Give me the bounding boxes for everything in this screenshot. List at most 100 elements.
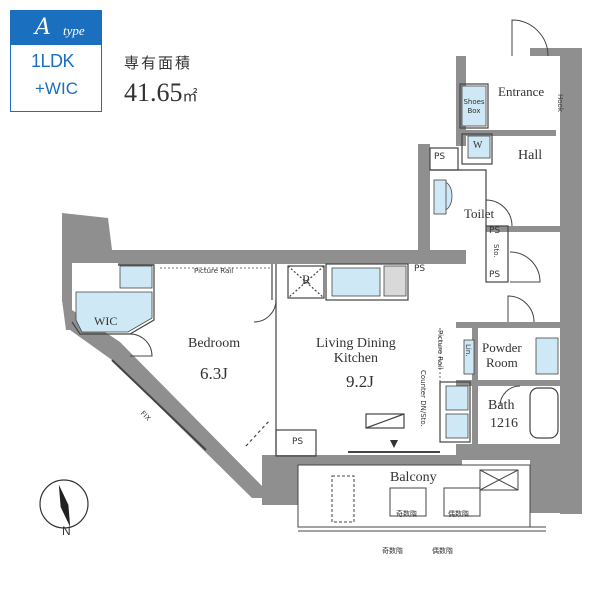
counter-shelf-2	[445, 413, 469, 439]
sto-label: Sto.	[492, 244, 500, 258]
bath-size: 1216	[490, 416, 518, 431]
wall-core-left	[418, 144, 430, 264]
kitchen-sink	[331, 267, 381, 297]
shoes-box-line2: Box	[467, 107, 481, 115]
wic-shelf-1	[119, 265, 153, 289]
wic-door	[129, 333, 153, 357]
shoes-box-line1: Shoes	[463, 98, 485, 106]
washer-label: W	[473, 140, 483, 151]
area-label: 専有面積	[124, 56, 193, 72]
wall-entrance-left	[456, 56, 466, 146]
ldk-counter-label: Counter DN/Sto.	[418, 370, 427, 427]
balcony-unit	[479, 469, 519, 491]
counter-shelf-1	[445, 385, 469, 411]
room-hall: Hall	[518, 148, 543, 163]
linen-label: Lin.	[464, 344, 472, 357]
type-badge: A type 1LDK +WIC	[10, 10, 102, 112]
toilet-door	[485, 199, 513, 227]
odd-floor-label-2: 奇数階	[382, 547, 403, 555]
hall-door	[509, 251, 541, 283]
refrigerator-box	[287, 265, 325, 299]
balcony-hatch-odd-2	[389, 487, 427, 517]
window-marker	[390, 440, 398, 448]
room-bedroom: Bedroom	[188, 336, 241, 351]
layout-extra: +WIC	[35, 79, 78, 98]
compass-north: N	[62, 524, 71, 538]
partitions	[71, 83, 559, 457]
balcony-unit-x2	[479, 469, 519, 491]
ps-box-south	[275, 429, 317, 457]
ps-label-2: PS	[489, 226, 501, 236]
layout-label: 1LDK	[31, 51, 75, 71]
odd-floor-label-1: 奇数階	[396, 510, 417, 518]
even-floor-label-2: 偶数階	[432, 547, 453, 555]
type-badge-header: A type	[11, 11, 101, 45]
ldk-line2: Kitchen	[333, 351, 379, 366]
fix-window	[111, 359, 207, 451]
wall-core-bottom	[418, 250, 466, 264]
entrance-door	[511, 19, 549, 57]
balcony-hatch-even	[443, 487, 481, 517]
shoes-box	[461, 85, 487, 127]
wall-ne-cap	[530, 48, 562, 56]
linen	[463, 339, 475, 375]
even-floor-label-1: 偶数階	[448, 510, 469, 518]
area-unit: ㎡	[182, 89, 198, 105]
picture-rail-ldk: Picture Rail	[436, 330, 444, 370]
bedroom-door	[253, 299, 277, 323]
balcony-outline	[297, 464, 546, 532]
bathtub	[529, 387, 559, 439]
powder-line2: Room	[485, 355, 518, 370]
type-word: type	[63, 23, 85, 38]
wall-north	[154, 250, 424, 264]
washer	[467, 135, 491, 159]
wall-bath-top	[456, 322, 562, 328]
room-shoes-box: Shoes Box	[462, 98, 486, 116]
wall-se	[530, 455, 570, 513]
powder-door	[507, 295, 535, 323]
area-value: 41.65	[124, 78, 183, 107]
hook-label: Hook	[556, 94, 564, 112]
powder-sink	[535, 337, 559, 375]
washer-outline	[461, 133, 493, 165]
toilet-tank	[433, 179, 447, 215]
room-bath: Bath	[488, 398, 515, 413]
tv-board-diag	[365, 413, 405, 429]
wic-shelf-2	[75, 291, 153, 333]
wic-outline	[71, 264, 155, 335]
wall-east	[560, 48, 582, 514]
room-wic: WIC	[94, 314, 118, 328]
walls	[62, 48, 582, 514]
refrigerator-diag2	[287, 265, 325, 299]
room-toilet: Toilet	[464, 206, 495, 221]
ps-label-5: PS	[292, 437, 304, 447]
wall-entrance-sep	[456, 130, 556, 136]
area-value-wrap: 41.65㎡	[124, 78, 198, 108]
picture-rail-bedroom: Picture Rail	[194, 267, 234, 275]
balcony-hatch-odd	[331, 475, 355, 523]
wall-corridor	[486, 226, 562, 232]
wall-bath-left	[472, 328, 478, 456]
sto-box	[485, 225, 509, 283]
compass-needle	[58, 484, 71, 528]
ps-box-toilet	[429, 147, 459, 171]
room-powder: Powder Room	[482, 340, 522, 370]
ps-label-1: PS	[434, 152, 446, 162]
refrigerator-label: R	[302, 272, 311, 287]
ldk-line1: Living Dining	[316, 336, 396, 351]
ps-label-3: PS	[489, 270, 501, 280]
fixtures	[75, 85, 559, 439]
counter-line2: DN/Sto.	[419, 400, 427, 427]
bedroom-size: 6.3J	[200, 364, 228, 383]
ps-label-4: PS	[414, 264, 426, 274]
wall-west-top	[62, 213, 154, 330]
wall-bath-mid	[456, 380, 562, 386]
room-balcony: Balcony	[390, 470, 437, 485]
type-letter: A	[35, 15, 51, 40]
bath-door	[499, 385, 521, 407]
doors	[129, 19, 549, 407]
compass	[39, 479, 89, 529]
kitchen-stove	[383, 265, 407, 297]
